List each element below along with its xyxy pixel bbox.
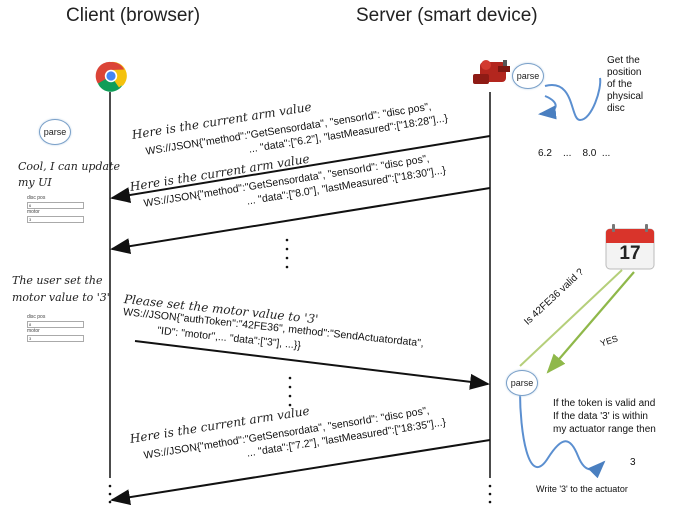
client-update-note-line2: my UI xyxy=(18,176,52,189)
sensor-readings: 6.2 ... 8.0 ... xyxy=(538,148,611,159)
token-valid-yes-arrow xyxy=(546,271,635,374)
server-lifeline-continuation xyxy=(488,484,492,504)
client-update-note-line1: Cool, I can update xyxy=(18,160,120,173)
message-arrow-4 xyxy=(110,439,491,506)
message-arrow-1 xyxy=(110,135,491,203)
disc-pos-label: disc pos xyxy=(27,195,46,201)
calendar-icon xyxy=(605,224,655,270)
motor-label: motor xyxy=(27,328,40,334)
position-note-line1: Get the xyxy=(607,55,640,66)
write-actuator-curve xyxy=(519,391,606,479)
write-actuator-note: Write '3' to the actuator xyxy=(536,484,628,494)
client-parse-bubble: parse xyxy=(39,119,71,145)
message-arrow-2 xyxy=(110,187,491,255)
disc-pos-label: disc pos xyxy=(27,314,46,320)
chrome-browser-icon xyxy=(95,61,127,92)
message-arrow-3 xyxy=(134,340,490,390)
disc-pos-field[interactable]: 6 xyxy=(27,202,84,209)
validation-note-line1: If the token is valid and xyxy=(553,398,656,409)
position-note: Get the position of the physical disc xyxy=(607,55,643,115)
smart-device-robot-icon xyxy=(473,60,510,84)
server-parse2-bubble: parse xyxy=(506,370,538,396)
server-parse-return-arrow xyxy=(538,95,557,120)
position-note-line3: of the xyxy=(607,79,633,90)
motor-label: motor xyxy=(27,209,40,215)
ellipsis-dots-1 xyxy=(285,238,289,269)
ellipsis-dots-2 xyxy=(288,376,292,407)
motor-field[interactable]: 3 xyxy=(27,216,84,223)
client-column-title: Client (browser) xyxy=(66,5,201,26)
server-parse-bubble: parse xyxy=(512,63,544,89)
client-user-note-line1: The user set the xyxy=(12,274,103,287)
output-value: 3 xyxy=(630,457,636,468)
motor-field[interactable]: 3 xyxy=(27,335,84,342)
validation-note: If the token is valid and If the data '3… xyxy=(553,397,656,436)
disc-pos-field[interactable]: 8 xyxy=(27,321,84,328)
position-note-line5: disc xyxy=(607,103,625,114)
client-form-2: disc pos 8 motor 3 xyxy=(27,314,84,342)
validation-note-line2: If the data '3' is within xyxy=(553,411,648,422)
client-lifeline-continuation xyxy=(108,484,112,504)
token-check-arrow xyxy=(519,269,623,367)
calendar-day-number: 17 xyxy=(619,243,641,264)
position-note-line2: position xyxy=(607,67,642,78)
validation-note-line3: my actuator range then xyxy=(553,424,656,435)
position-note-line4: physical xyxy=(607,91,644,102)
client-user-note-line2: motor value to '3' xyxy=(12,291,110,304)
server-column-title: Server (smart device) xyxy=(356,5,538,26)
server-read-sensor-curve xyxy=(544,77,602,122)
client-form-1: disc pos 6 motor 3 xyxy=(27,195,84,223)
